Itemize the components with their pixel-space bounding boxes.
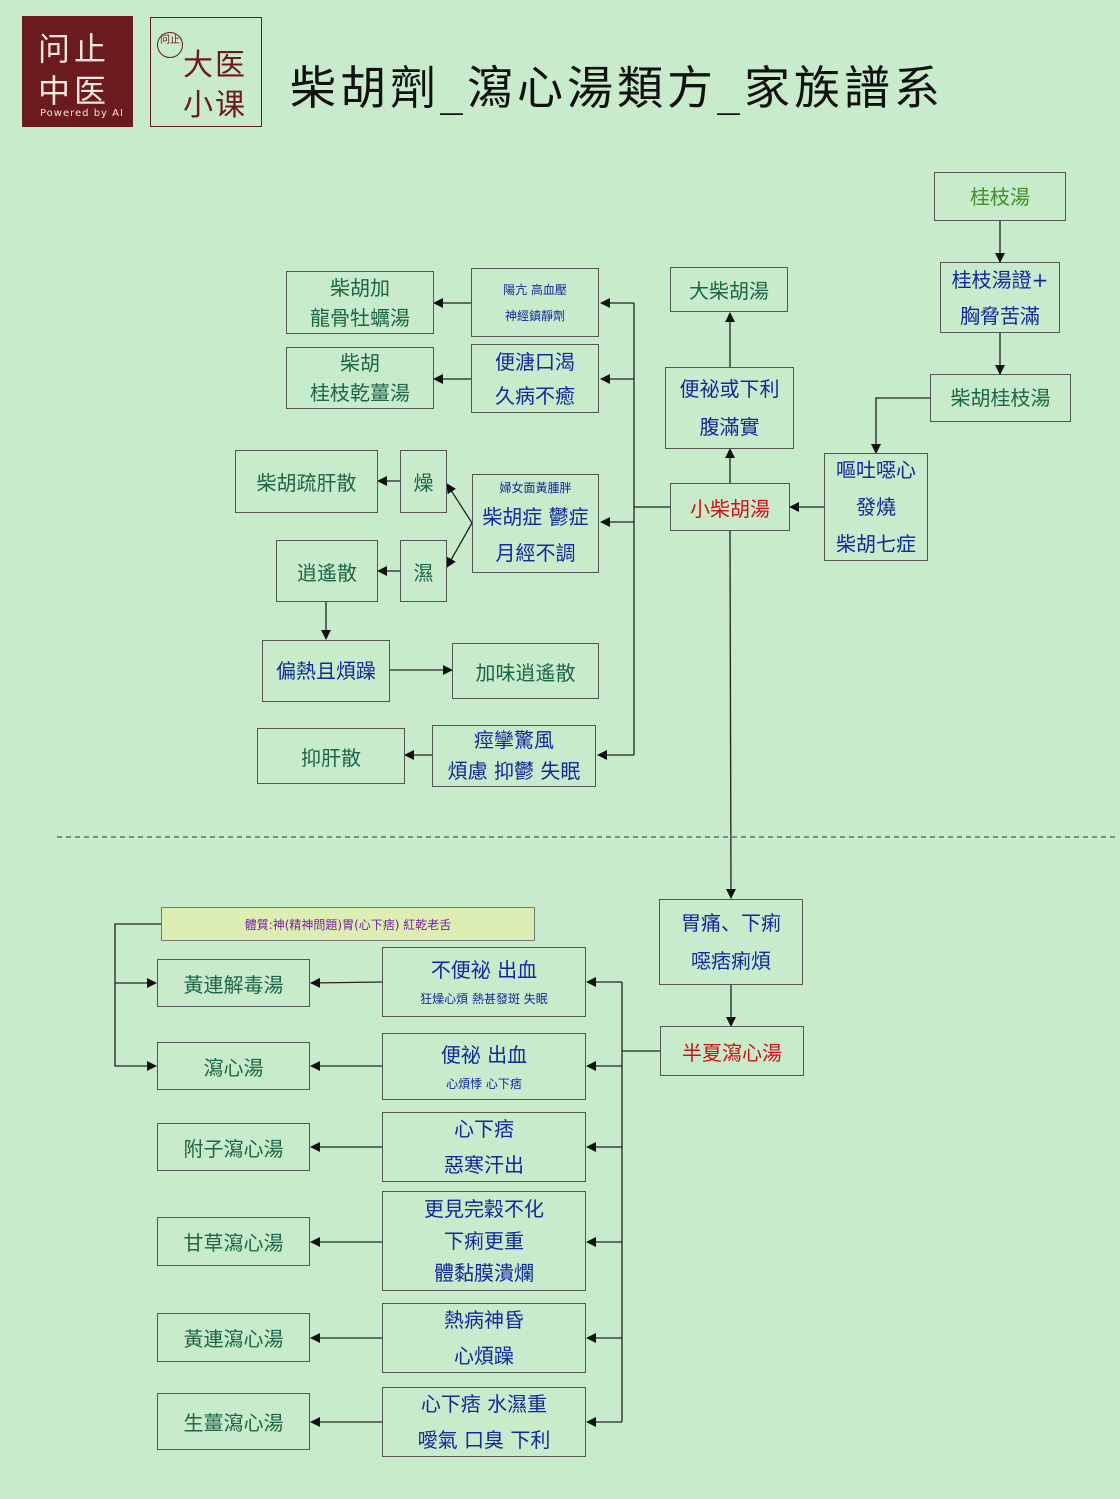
node-longgu: 柴胡加 龍骨牡蠣湯 <box>286 271 434 334</box>
page-title: 柴胡劑_瀉心湯類方_家族譜系 <box>290 61 944 115</box>
logo-text-2: 中医 <box>38 72 111 110</box>
node-shugan: 柴胡疏肝散 <box>235 450 378 513</box>
node-gancao: 甘草瀉心湯 <box>157 1217 310 1266</box>
node-funv: 婦女面黃腫胖 柴胡症 鬱症 月經不調 <box>472 474 599 573</box>
node-rebing: 熱病神昏 心煩躁 <box>382 1303 586 1373</box>
node-bubianmi: 不便祕 出血 狂燥心煩 熱甚發斑 失眠 <box>382 947 586 1017</box>
node-weitong: 胃痛、下痢 噁痞痢煩 <box>659 899 803 985</box>
node-jiawei: 加味逍遙散 <box>452 643 599 699</box>
node-fuzi: 附子瀉心湯 <box>157 1123 310 1171</box>
node-huanglian-xiexin: 黃連瀉心湯 <box>157 1313 310 1362</box>
node-xiaoyao: 逍遙散 <box>276 540 378 602</box>
class-logo-text-1: 大医 <box>183 48 247 83</box>
class-logo-text-2: 小课 <box>183 88 247 123</box>
node-shengjiang: 生薑瀉心湯 <box>157 1393 310 1450</box>
node-shuishi: 心下痞 水濕重 噯氣 口臭 下利 <box>382 1387 586 1457</box>
node-outu: 嘔吐噁心 發燒 柴胡七症 <box>824 453 928 561</box>
node-pianre: 偏熱且煩躁 <box>262 640 390 702</box>
logo-text-1: 问止 <box>38 30 111 68</box>
node-xiao-chaihu: 小柴胡湯 <box>670 483 790 531</box>
logo-tagline: Powered by AI <box>40 108 124 119</box>
node-yigan: 抑肝散 <box>257 728 405 784</box>
node-bianke: 便溏口渴 久病不癒 <box>471 344 599 413</box>
node-yangkang: 陽亢 高血壓 神經鎮靜劑 <box>471 268 599 337</box>
class-logo-circle: 问止 <box>157 32 183 58</box>
node-zao: 燥 <box>400 450 447 513</box>
node-huanglian-jiedu: 黃連解毒湯 <box>157 959 310 1007</box>
node-banxia: 半夏瀉心湯 <box>660 1026 804 1076</box>
node-xiexin: 瀉心湯 <box>157 1042 310 1090</box>
class-logo: 问止 大医 小课 <box>150 17 262 127</box>
node-guizhi-tang: 桂枝湯 <box>934 172 1066 221</box>
brand-logo: 问止 中医 Powered by AI <box>22 16 133 127</box>
node-bianmi-chuxue: 便祕 出血 心煩悸 心下痞 <box>382 1033 586 1100</box>
node-ganjiang: 柴胡 桂枝乾薑湯 <box>286 347 434 409</box>
node-xinxiapi: 心下痞 惡寒汗出 <box>382 1112 586 1182</box>
node-jingluan: 痙攣驚風 煩慮 抑鬱 失眠 <box>432 725 596 787</box>
node-shi: 濕 <box>400 540 447 602</box>
node-bianmi-xiali: 便祕或下利 腹滿實 <box>665 367 794 449</box>
node-da-chaihu: 大柴胡湯 <box>670 267 788 312</box>
node-guizhi-zheng: 桂枝湯證+ 胸脅苦滿 <box>940 262 1060 333</box>
node-chaihu-guizhi: 柴胡桂枝湯 <box>930 374 1071 422</box>
node-tizhi-note: 體質:神(精神問題)胃(心下痞) 紅乾老舌 <box>161 907 535 941</box>
node-wangu: 更見完穀不化 下痢更重 體黏膜潰爛 <box>382 1191 586 1291</box>
